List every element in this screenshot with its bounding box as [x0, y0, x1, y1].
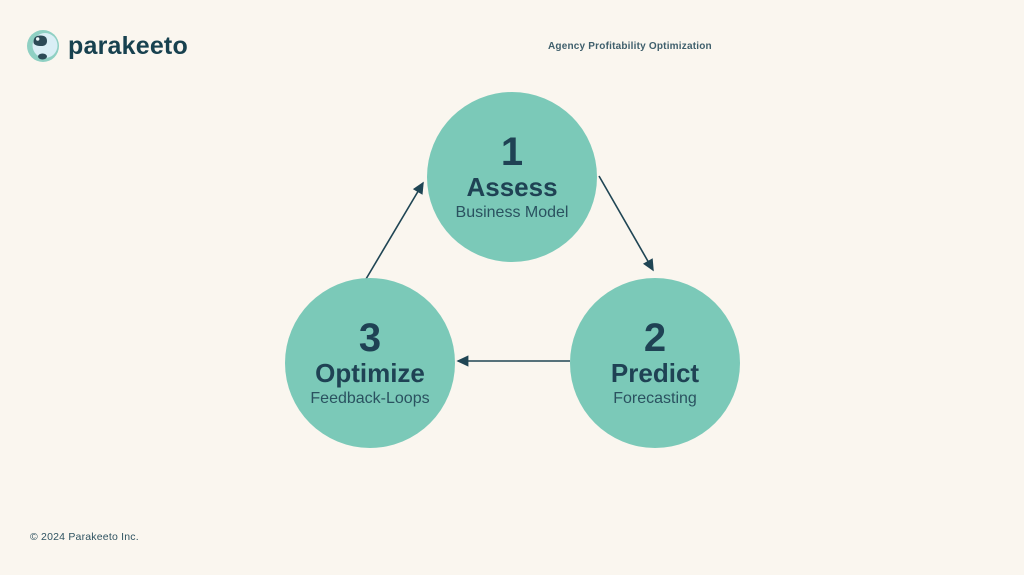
step-subtitle: Feedback-Loops — [310, 389, 430, 407]
step-number: 2 — [643, 315, 667, 360]
parakeeto-logo: parakeeto — [27, 30, 188, 62]
arrow-3-to-1 — [365, 181, 424, 280]
step-circle-predict: 2 Predict Forecasting — [570, 278, 740, 448]
logo-wordmark: parakeeto — [68, 31, 188, 60]
step-title: Predict — [610, 357, 700, 388]
step-circle-assess: 1 Assess Business Model — [427, 92, 597, 262]
step-number: 1 — [500, 129, 524, 174]
step-title: Assess — [466, 171, 558, 202]
slide-title: Agency Profitability Optimization — [548, 41, 712, 52]
step-subtitle: Forecasting — [613, 389, 697, 407]
step-circle-optimize: 3 Optimize Feedback-Loops — [285, 278, 455, 448]
parakeet-bird-icon — [27, 30, 59, 62]
copyright-text: © 2024 Parakeeto Inc. — [30, 531, 139, 543]
step-subtitle: Business Model — [455, 203, 569, 221]
step-number: 3 — [358, 315, 382, 360]
step-title: Optimize — [315, 357, 425, 388]
arrow-1-to-2 — [598, 175, 654, 272]
